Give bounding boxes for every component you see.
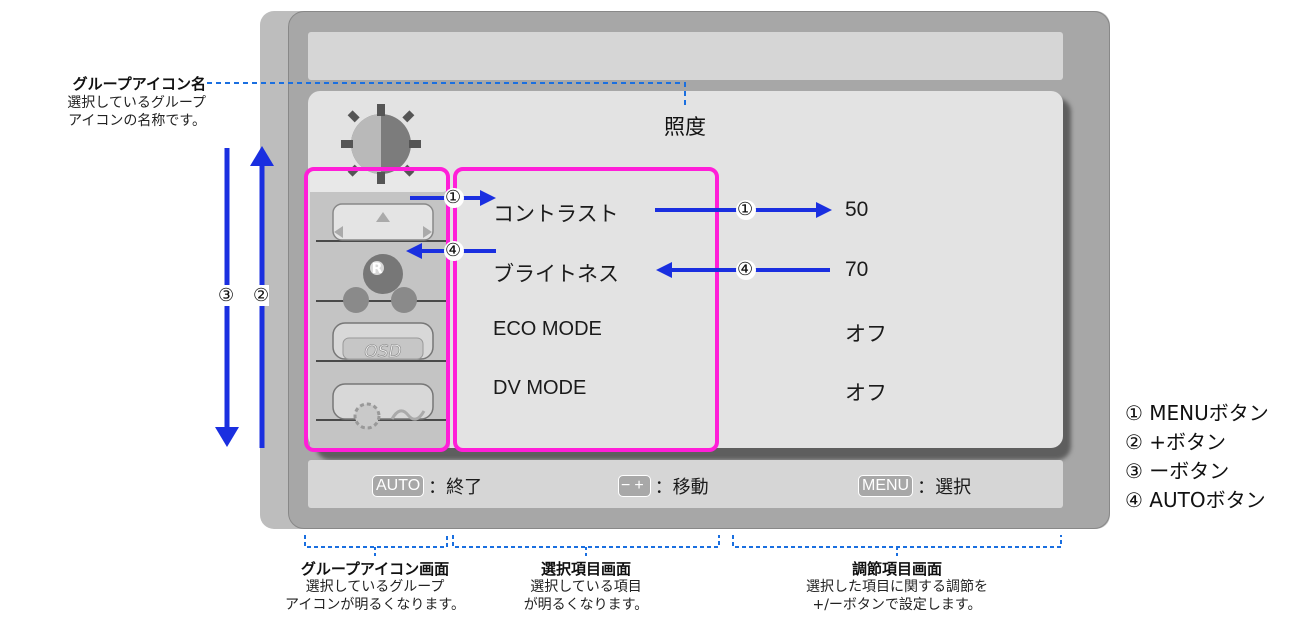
arrow-label-auto-2: ④: [737, 259, 754, 280]
callout-group-icon-name-title: グループアイコン名: [72, 75, 206, 93]
arrow-label-plus: ②: [253, 285, 270, 306]
menu-item-brightness[interactable]: ブライトネス: [493, 262, 619, 286]
caption-item-screen-line1: 選択している項目: [530, 579, 642, 595]
caption-icon-screen-title: グループアイコン画面: [300, 560, 450, 578]
hint-auto: AUTO ：終了: [372, 473, 482, 499]
selected-item-highlight-box: [453, 167, 719, 452]
caption-adjust-screen-line2: +/ーボタンで設定します。: [812, 597, 982, 613]
minus-plus-key-badge: −+: [618, 475, 651, 497]
hint-menu: MENU ：選択: [858, 473, 971, 499]
hint-menu-text: ：選択: [917, 477, 972, 498]
value-contrast: 50: [845, 198, 869, 221]
callout-group-icon-name: グループアイコン名 選択しているグループ アイコンの名称です。: [20, 73, 206, 130]
osd-title-bar: [308, 32, 1063, 80]
callout-group-icon-name-line2: アイコンの名称です。: [68, 113, 206, 129]
caption-adjust-screen: 調節項目画面 選択した項目に関する調節を +/ーボタンで設定します。: [747, 560, 1047, 614]
icon-shelf: [316, 300, 446, 302]
tools-gear-icon[interactable]: [332, 383, 434, 430]
legend-item-menu: ① MENUボタン: [1125, 401, 1269, 425]
menu-key-badge: MENU: [858, 475, 914, 497]
icon-shelf: [316, 240, 446, 242]
arrow-label-minus: ③: [218, 285, 235, 306]
caption-icon-screen-line2: アイコンが明るくなります。: [285, 597, 465, 613]
auto-key-badge: AUTO: [372, 475, 425, 497]
image-position-icon[interactable]: [332, 203, 434, 241]
caption-item-screen-title: 選択項目画面: [540, 560, 631, 578]
icon-shelf: [316, 360, 446, 362]
osd-settings-icon[interactable]: OSD: [332, 322, 434, 362]
value-eco-mode: オフ: [845, 322, 887, 346]
arrow-label-menu-1: ①: [445, 187, 462, 208]
legend-item-plus: ② +ボタン: [1125, 430, 1227, 454]
callout-group-icon-name-line1: 選択しているグループ: [67, 95, 206, 111]
menu-item-eco-mode[interactable]: ECO MODE: [493, 318, 602, 340]
caption-adjust-screen-title: 調節項目画面: [851, 560, 942, 578]
icon-shelf: [316, 419, 446, 421]
osd-icon-letters: OSD: [364, 342, 401, 362]
caption-item-screen: 選択項目画面 選択している項目 が明るくなります。: [476, 560, 696, 614]
hint-move: −+ ：移動: [618, 473, 709, 499]
hint-auto-text: ：終了: [428, 477, 483, 498]
group-icon-highlight-box: [304, 167, 450, 452]
bracket-item-screen: [452, 535, 720, 548]
menu-item-contrast[interactable]: コントラスト: [493, 202, 619, 226]
leader-group-name: [207, 82, 686, 108]
caption-adjust-screen-line1: 選択した項目に関する調節を: [806, 579, 988, 595]
legend-item-minus: ③ ーボタン: [1125, 459, 1230, 483]
bracket-icon-screen: [304, 535, 448, 548]
arrow-label-menu-2: ①: [737, 199, 754, 220]
osd-hint-bar: [308, 460, 1063, 508]
caption-icon-screen: グループアイコン画面 選択しているグループ アイコンが明るくなります。: [225, 560, 525, 614]
caption-item-screen-line2: が明るくなります。: [523, 597, 649, 613]
group-name-label: 照度: [664, 115, 706, 139]
hint-move-text: ：移動: [654, 477, 709, 498]
color-rgb-icon[interactable]: R: [343, 254, 417, 313]
bracket-adjust-screen: [732, 535, 1062, 548]
button-legend: ① MENUボタン ② +ボタン ③ ーボタン ④ AUTOボタン: [1125, 399, 1269, 515]
value-dv-mode: オフ: [845, 381, 887, 405]
arrow-label-auto-1: ④: [445, 240, 462, 261]
brightness-icon[interactable]: [341, 104, 421, 184]
value-brightness: 70: [845, 258, 869, 281]
menu-item-dv-mode[interactable]: DV MODE: [493, 377, 587, 399]
legend-item-auto: ④ AUTOボタン: [1125, 488, 1266, 512]
rgb-icon-letter: R: [372, 261, 383, 277]
caption-icon-screen-line1: 選択しているグループ: [305, 579, 445, 595]
